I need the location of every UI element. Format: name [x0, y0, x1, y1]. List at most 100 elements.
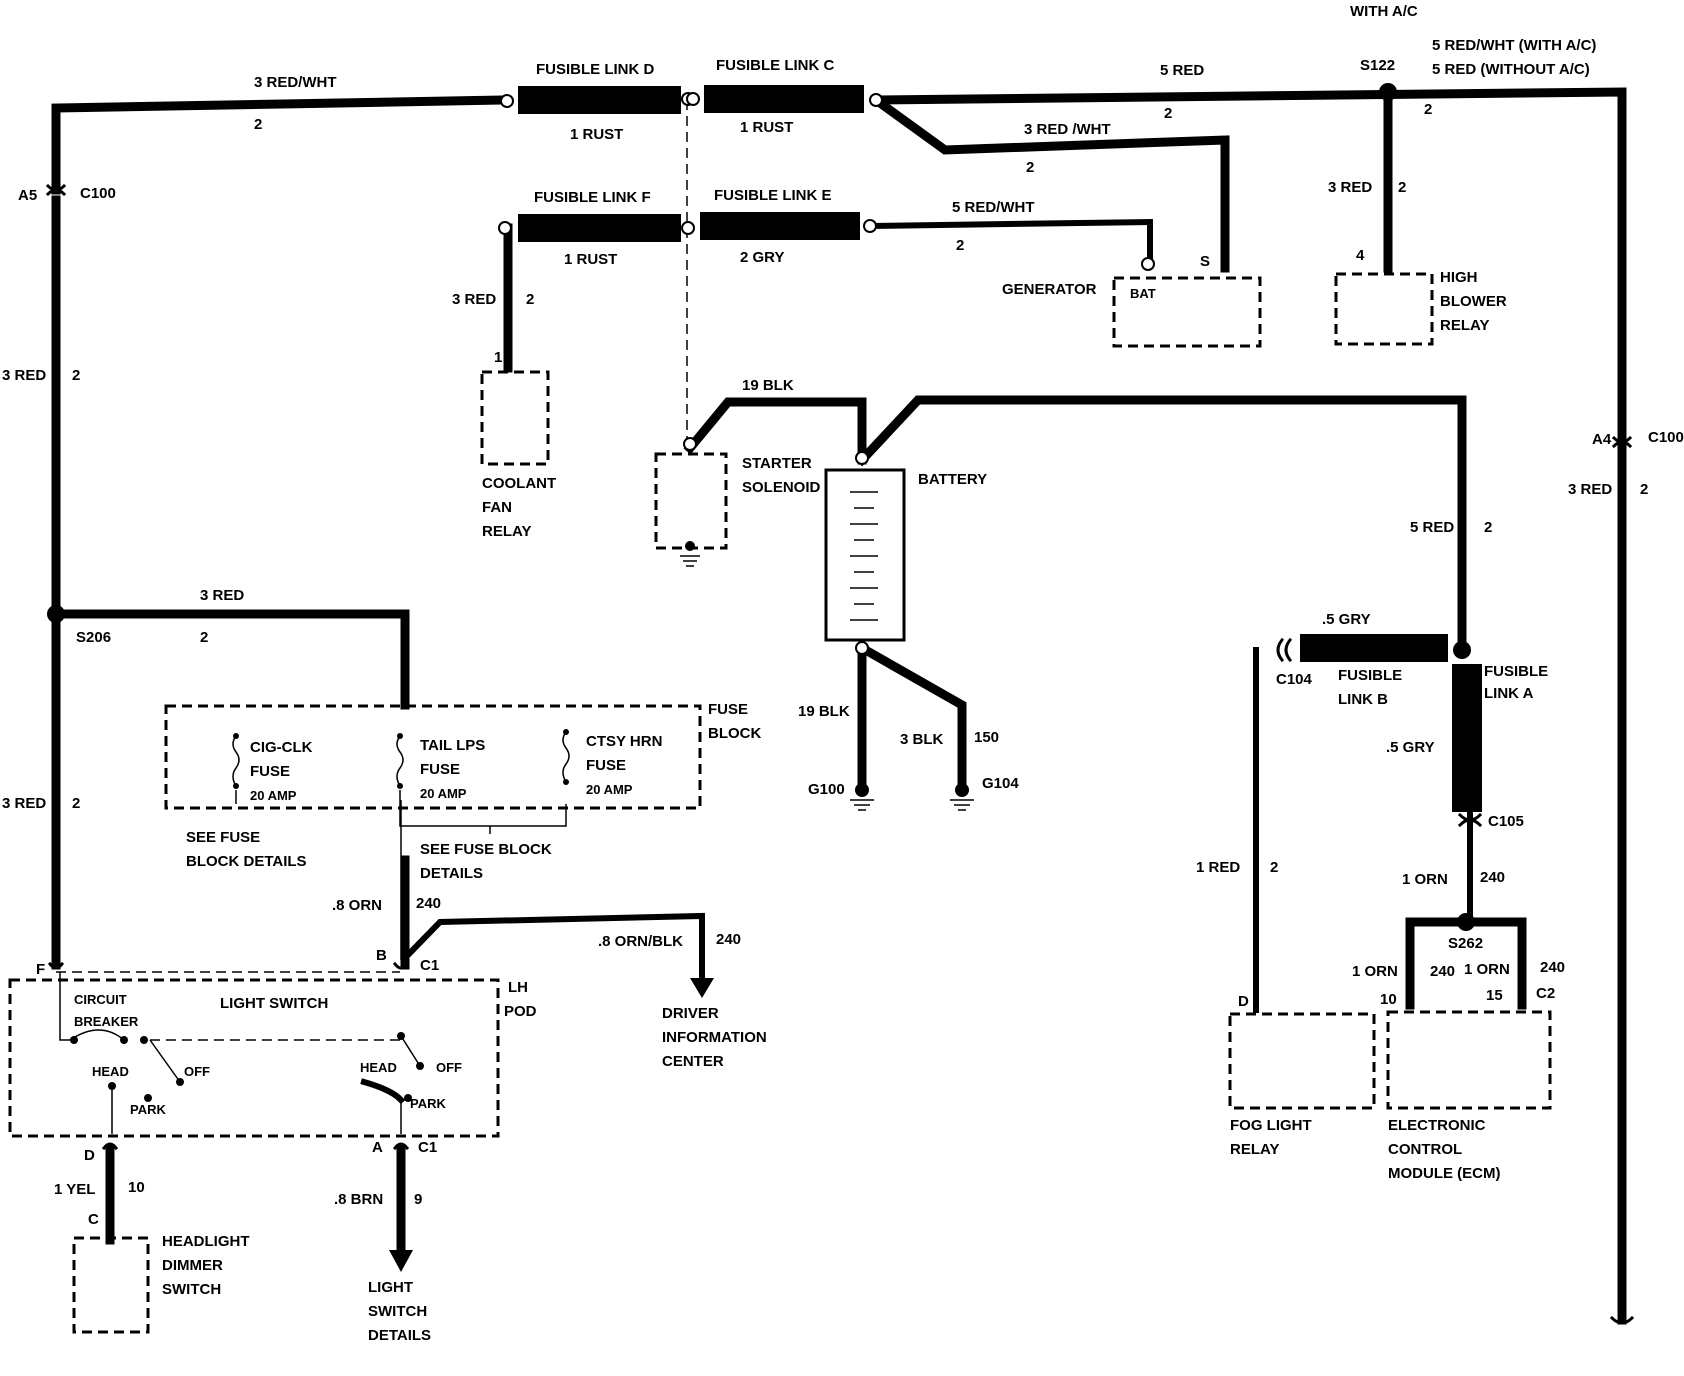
driver-info-center-label-3: CENTER — [662, 1053, 724, 1070]
wire-brn-light-switch — [389, 1145, 413, 1272]
connector-c1-top-symbol — [47, 961, 410, 970]
wire-label-3-red-wht-top: 3 RED/WHT — [254, 74, 337, 91]
splice-s206 — [47, 605, 65, 623]
switch-park-left: PARK — [130, 1102, 166, 1117]
wire-label-19-blk-bottom: 19 BLK — [798, 703, 850, 720]
driver-info-center-label-1: DRIVER — [662, 1005, 719, 1022]
headlight-dimmer-label-2: DIMMER — [162, 1257, 223, 1274]
connector-c100-left-symbol — [45, 183, 67, 197]
driver-info-center-label-2: INFORMATION — [662, 1029, 767, 1046]
connector-pin-a4: A4 — [1592, 431, 1612, 448]
wire-label-5-red-wht-gen: 5 RED/WHT — [952, 199, 1035, 216]
connector-c105: C105 — [1488, 813, 1524, 830]
switch-off-right: OFF — [436, 1060, 462, 1075]
lh-pod-box — [8, 978, 500, 1138]
fusible-link-e — [700, 212, 860, 240]
starter-solenoid-label-2: SOLENOID — [742, 479, 821, 496]
wire-red-wht-top-left — [51, 95, 510, 195]
circuit-2-coolant: 2 — [526, 291, 534, 308]
wire-label-3-red-right: 3 RED — [1568, 481, 1612, 498]
wire-label-5-gry-top: .5 GRY — [1322, 611, 1371, 628]
fusible-link-e-gauge: 2 GRY — [740, 249, 784, 266]
see-fuse-note-2: BLOCK DETAILS — [186, 853, 307, 870]
high-blower-relay-label-1: HIGH — [1440, 269, 1478, 286]
link-c-right-end — [869, 93, 883, 107]
generator-box — [1112, 276, 1262, 348]
fog-light-relay-label-2: RELAY — [1230, 1141, 1279, 1158]
switch-head-left: HEAD — [92, 1064, 129, 1079]
pin-f: F — [36, 961, 45, 978]
ctsy-hrn-fuse-name: CTSY HRN — [586, 733, 662, 750]
link-c-left-end — [686, 92, 700, 106]
pin-c: C — [88, 1211, 99, 1228]
connector-c100-right-symbol — [1611, 435, 1633, 449]
tail-lps-fuse-icon — [396, 733, 404, 789]
ground-end-symbol — [1609, 1315, 1635, 1325]
pin-1: 1 — [494, 349, 502, 366]
link-d-left-end — [500, 94, 514, 108]
coolant-fan-relay-label-3: RELAY — [482, 523, 531, 540]
wire-label-8-brn: .8 BRN — [334, 1191, 383, 1208]
splice-s262-label: S262 — [1448, 935, 1483, 952]
wire-label-1-yel: 1 YEL — [54, 1181, 95, 1198]
wire-label-3-red-wht-mid: 3 RED /WHT — [1024, 121, 1111, 138]
splice-s122-label: S122 — [1360, 57, 1395, 74]
light-switch-label: LIGHT SWITCH — [220, 995, 328, 1012]
wire-label-5-gry-mid: .5 GRY — [1386, 739, 1435, 756]
fusible-link-d-gauge: 1 RUST — [570, 126, 623, 143]
high-blower-relay-label-3: RELAY — [1440, 317, 1489, 334]
coolant-fan-relay-label-1: COOLANT — [482, 475, 556, 492]
circuit-240-dic: 240 — [716, 931, 741, 948]
ecm-wire-1-orn-left: 1 ORN — [1352, 963, 1398, 980]
wire-label-19-blk-top: 19 BLK — [742, 377, 794, 394]
connector-c1-bottom: C1 — [418, 1139, 437, 1156]
circuit-2-top-left: 2 — [254, 116, 262, 133]
link-f-left-end — [498, 221, 512, 235]
fusible-link-f-label: FUSIBLE LINK F — [534, 189, 651, 206]
wire-battery-ground — [855, 641, 967, 795]
wire-label-5-red-top: 5 RED — [1160, 62, 1204, 79]
fusible-link-b-label-1: FUSIBLE — [1338, 667, 1402, 684]
fusible-link-b-label-2: LINK B — [1338, 691, 1388, 708]
switch-park-right: PARK — [410, 1096, 446, 1111]
cig-clk-fuse-name: CIG-CLK — [250, 739, 313, 756]
wire-label-5-red: 5 RED (WITHOUT A/C) — [1432, 61, 1590, 78]
coolant-fan-relay-box — [480, 370, 550, 466]
ecm-circuit-240-a: 240 — [1430, 963, 1455, 980]
wire-label-3-blk: 3 BLK — [900, 731, 944, 748]
see-fuse-block-note-1: SEE FUSE BLOCK — [420, 841, 552, 858]
wire-5-red-battery-right — [855, 395, 1467, 653]
starter-terminal — [683, 437, 697, 451]
wire-5-red-wht-generator — [866, 218, 1153, 265]
fusible-link-f — [518, 214, 681, 242]
lh-pod-label-2: POD — [504, 1003, 537, 1020]
switch-off-left: OFF — [184, 1064, 210, 1079]
splice-s262 — [1457, 913, 1475, 931]
battery-neg-terminal — [855, 641, 869, 655]
ecm-label-2: CONTROL — [1388, 1141, 1462, 1158]
pin-4: 4 — [1356, 247, 1365, 264]
battery-box — [824, 468, 906, 642]
ecm-label-1: ELECTRONIC — [1388, 1117, 1486, 1134]
fusible-link-e-label: FUSIBLE LINK E — [714, 187, 832, 204]
wire-label-3-red-s206: 3 RED — [200, 587, 244, 604]
cig-clk-fuse-word: FUSE — [250, 763, 290, 780]
wire-label-1-orn: 1 ORN — [1402, 871, 1448, 888]
headlight-dimmer-switch-box — [72, 1236, 150, 1334]
ecm-label-3: MODULE (ECM) — [1388, 1165, 1501, 1182]
wire-3-red-s206-fuse — [51, 609, 410, 710]
fusible-link-c — [704, 85, 864, 113]
circuit-2-top-mid: 2 — [1164, 105, 1172, 122]
fusible-link-a-label-2: LINK A — [1484, 685, 1534, 702]
ground-g104-label: G104 — [982, 775, 1019, 792]
connector-c1-bot-symbol — [101, 1142, 410, 1151]
high-blower-relay-label-2: BLOWER — [1440, 293, 1507, 310]
light-switch-details-label-3: DETAILS — [368, 1327, 431, 1344]
coolant-fan-relay-label-2: FAN — [482, 499, 512, 516]
circuit-2-left-1: 2 — [72, 367, 80, 384]
circuit-2-blower: 2 — [1398, 179, 1406, 196]
wire-orn-blk-dic — [400, 912, 714, 998]
high-blower-relay-box — [1334, 272, 1434, 346]
circuit-2-s122: 2 — [1424, 101, 1432, 118]
ecm-circuit-240-b: 240 — [1540, 959, 1565, 976]
